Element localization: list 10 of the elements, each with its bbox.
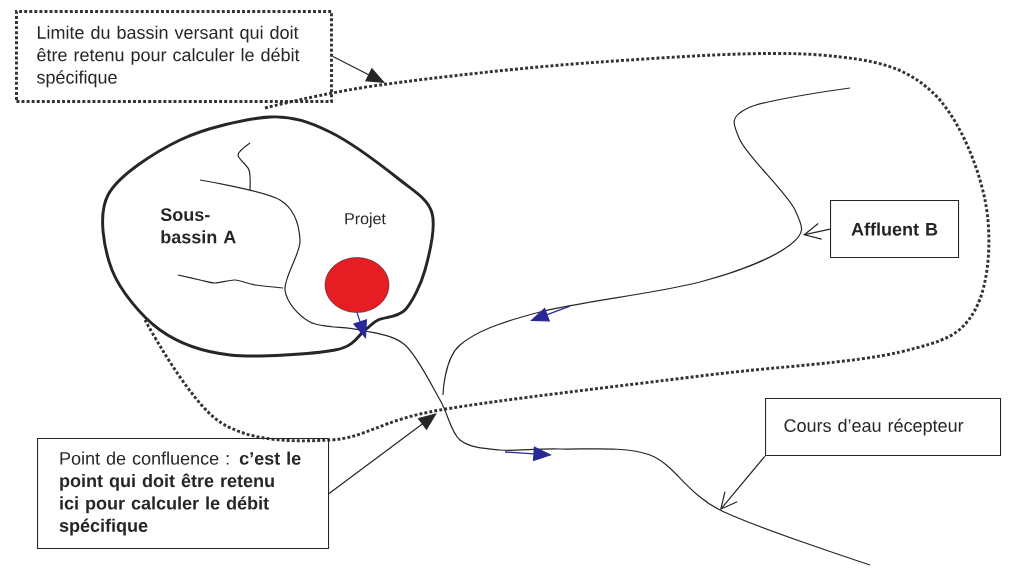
node-label: Projet: [345, 212, 386, 228]
leader-line: [328, 413, 437, 495]
callout-box: Limite du bassin versant qui doit être retenu pour calculer le débit spécifique: [15, 10, 333, 103]
callout-box: Point de confluence : c’est le point qui doit être retenu ici pour calculer le débit spécifique: [37, 438, 330, 550]
leader-line: [720, 455, 766, 510]
project-site: Projet: [324, 212, 390, 313]
leader-line: [803, 222, 831, 240]
leader-line: [332, 55, 385, 83]
label-box: Affluent B: [830, 200, 960, 259]
label-box: Cours d’eau récepteur: [765, 398, 1002, 457]
